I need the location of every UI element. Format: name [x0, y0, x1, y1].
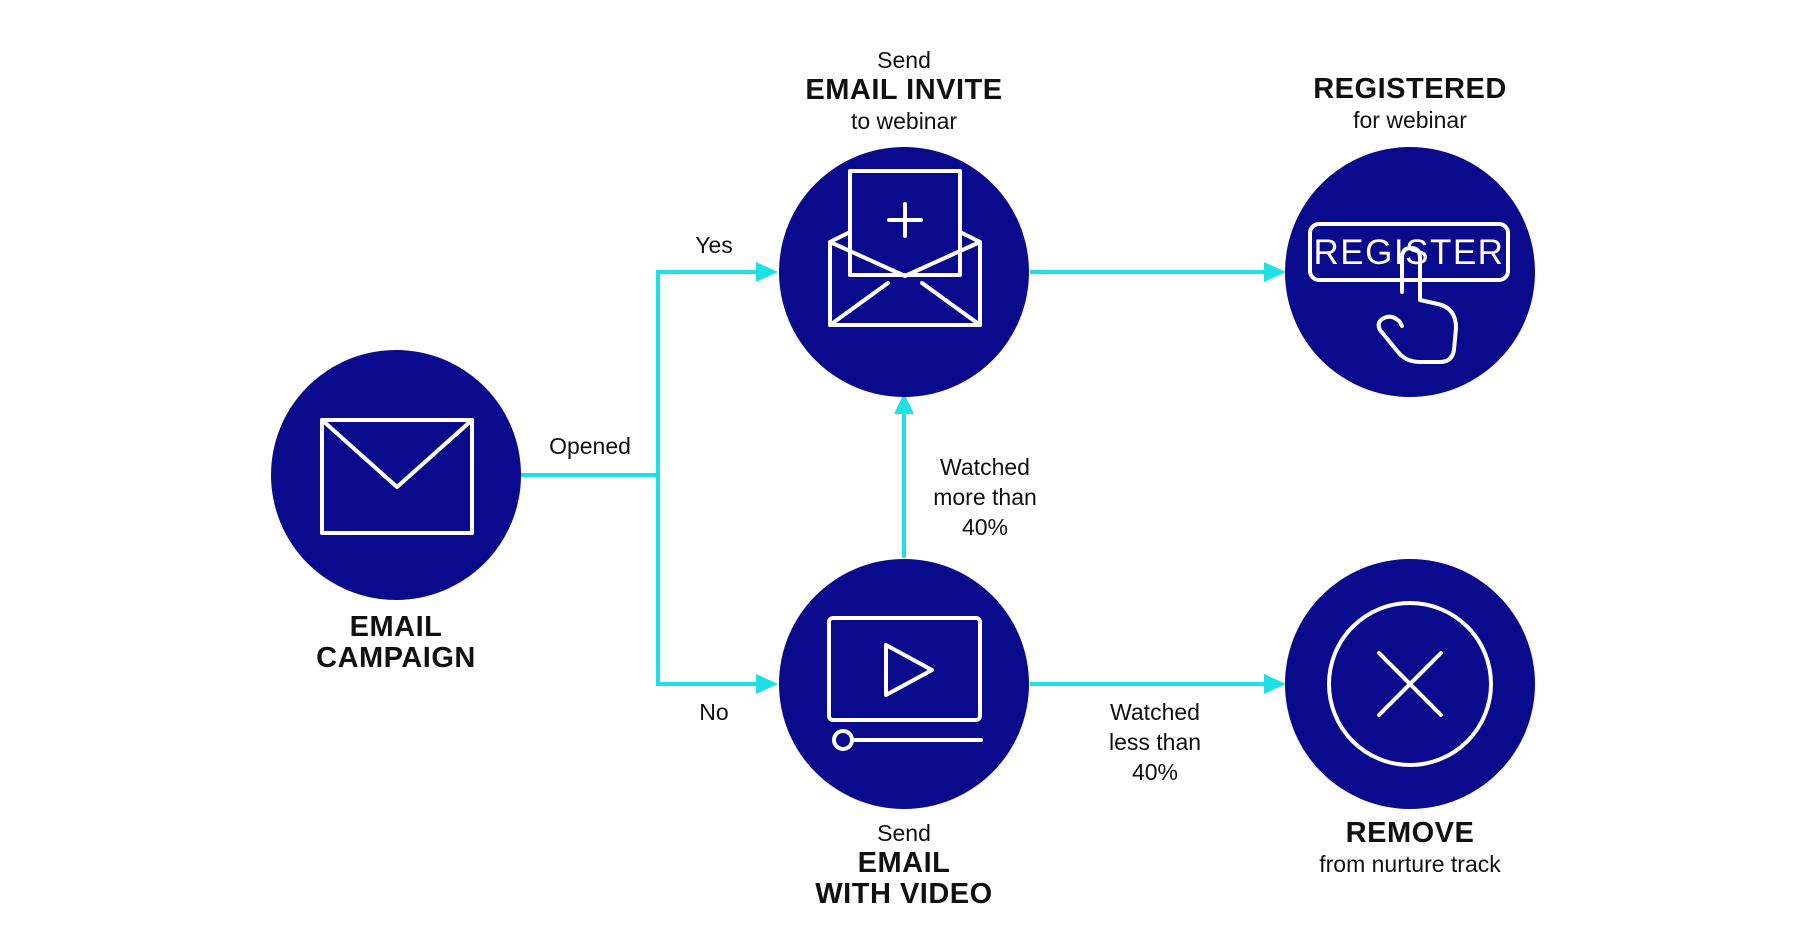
registered-node — [1285, 147, 1535, 397]
arrowhead-registered — [1264, 262, 1286, 282]
watched-less-line3: 40% — [1131, 759, 1179, 785]
arrowhead-no — [756, 674, 778, 694]
email-invite-post: to webinar — [850, 108, 958, 134]
arrowhead-yes — [756, 262, 778, 282]
email-campaign-label: EMAIL CAMPAIGN — [296, 612, 496, 674]
email-video-title-line1: EMAIL — [857, 847, 951, 879]
email-campaign-title-line2: CAMPAIGN — [316, 642, 476, 674]
arrowhead-remove — [1264, 674, 1286, 694]
email-video-title-line2: WITH VIDEO — [815, 878, 993, 910]
registered-post: for webinar — [1353, 107, 1467, 133]
edge-label-opened: Opened — [549, 433, 631, 459]
email-invite-pre: Send — [877, 47, 931, 73]
email-invite-title: EMAIL INVITE — [805, 74, 1003, 106]
remove-post: from nurture track — [1319, 851, 1501, 877]
edge-label-yes: Yes — [695, 232, 733, 258]
watched-more-line3: 40% — [961, 514, 1009, 540]
arrowheads — [756, 262, 1286, 694]
open-envelope-plus-icon — [828, 169, 982, 327]
email-video-label: Send EMAIL WITH VIDEO — [754, 818, 1054, 910]
circle-x-icon — [1327, 601, 1493, 767]
email-invite-label: Send EMAIL INVITE to webinar — [754, 45, 1054, 136]
email-video-pre: Send — [877, 820, 931, 846]
connectors — [518, 270, 1268, 686]
register-button-text: REGISTER — [1314, 233, 1505, 272]
watched-less-line1: Watched — [1110, 699, 1200, 725]
watched-less-line2: less than — [1108, 729, 1202, 755]
remove-title: REMOVE — [1345, 817, 1475, 849]
video-player-icon — [827, 616, 983, 751]
edge-label-watched-more: Watched more than 40% — [915, 452, 1055, 542]
remove-label: REMOVE from nurture track — [1260, 818, 1560, 879]
register-button-hand-icon — [1308, 222, 1510, 364]
connector-no — [656, 475, 760, 686]
arrowhead-watched-more — [894, 393, 914, 414]
envelope-icon — [320, 418, 474, 535]
email-campaign-title-line1: EMAIL — [349, 611, 443, 643]
watched-more-line2: more than — [933, 484, 1037, 510]
edge-label-watched-less: Watched less than 40% — [1085, 697, 1225, 787]
connector-yes — [656, 270, 760, 475]
email-campaign-node — [271, 350, 521, 600]
registered-label: REGISTERED for webinar — [1260, 74, 1560, 135]
edge-label-no: No — [699, 699, 729, 725]
email-invite-node — [779, 147, 1029, 397]
watched-more-line1: Watched — [940, 454, 1030, 480]
registered-title: REGISTERED — [1313, 73, 1507, 105]
